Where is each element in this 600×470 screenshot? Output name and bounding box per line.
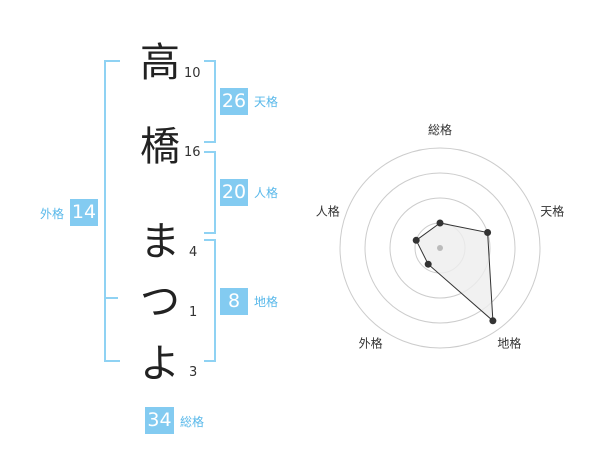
radar-point-3 bbox=[489, 317, 497, 325]
tenkaku-value-box: 26 bbox=[220, 88, 248, 115]
chikaku-label: 地格 bbox=[254, 295, 279, 309]
jinkaku-bracket bbox=[204, 151, 216, 234]
jinkaku-value-box: 20 bbox=[220, 179, 248, 206]
radar-point-4 bbox=[424, 260, 432, 268]
gaikaku-bracket-split bbox=[104, 297, 118, 299]
gaikaku-value-box: 14 bbox=[70, 199, 98, 226]
soukaku-value-box: 34 bbox=[145, 407, 174, 434]
stroke-count-5: 3 bbox=[189, 365, 198, 380]
radar-axis-label-2: 天格 bbox=[540, 204, 564, 219]
soukaku-label: 総格 bbox=[180, 415, 205, 429]
radar-ring-2 bbox=[389, 197, 491, 299]
radar-axis-label-4: 外格 bbox=[359, 336, 383, 351]
stroke-count-3: 4 bbox=[189, 245, 198, 260]
tenkaku-label: 天格 bbox=[254, 95, 279, 109]
jinkaku-label: 人格 bbox=[254, 186, 279, 200]
name-char-3: ま bbox=[140, 219, 180, 265]
gaikaku-label: 外格 bbox=[40, 207, 65, 221]
chikaku-value-box: 8 bbox=[220, 288, 248, 315]
name-char-1: 高 bbox=[140, 40, 180, 86]
radar-point-2 bbox=[484, 229, 492, 236]
radar-ring-4 bbox=[339, 147, 541, 349]
radar-axis-label-1: 総格 bbox=[428, 122, 452, 137]
radar-center-point bbox=[437, 245, 443, 251]
stroke-count-4: 1 bbox=[189, 305, 198, 320]
name-char-4: つ bbox=[140, 279, 180, 325]
name-char-2: 橋 bbox=[140, 124, 180, 170]
radar-ring-3 bbox=[364, 172, 516, 324]
radar-value-polygon bbox=[415, 222, 494, 322]
chikaku-bracket bbox=[204, 239, 216, 362]
stroke-count-2: 16 bbox=[184, 145, 201, 160]
gaikaku-bracket bbox=[104, 60, 120, 362]
tenkaku-bracket bbox=[204, 60, 216, 143]
stroke-count-1: 10 bbox=[184, 66, 201, 81]
radar-point-5 bbox=[412, 236, 420, 244]
radar-axis-label-3: 地格 bbox=[497, 336, 521, 351]
radar-axis-label-5: 人格 bbox=[316, 204, 340, 219]
radar-point-1 bbox=[436, 219, 444, 227]
name-char-5: よ bbox=[140, 341, 180, 387]
